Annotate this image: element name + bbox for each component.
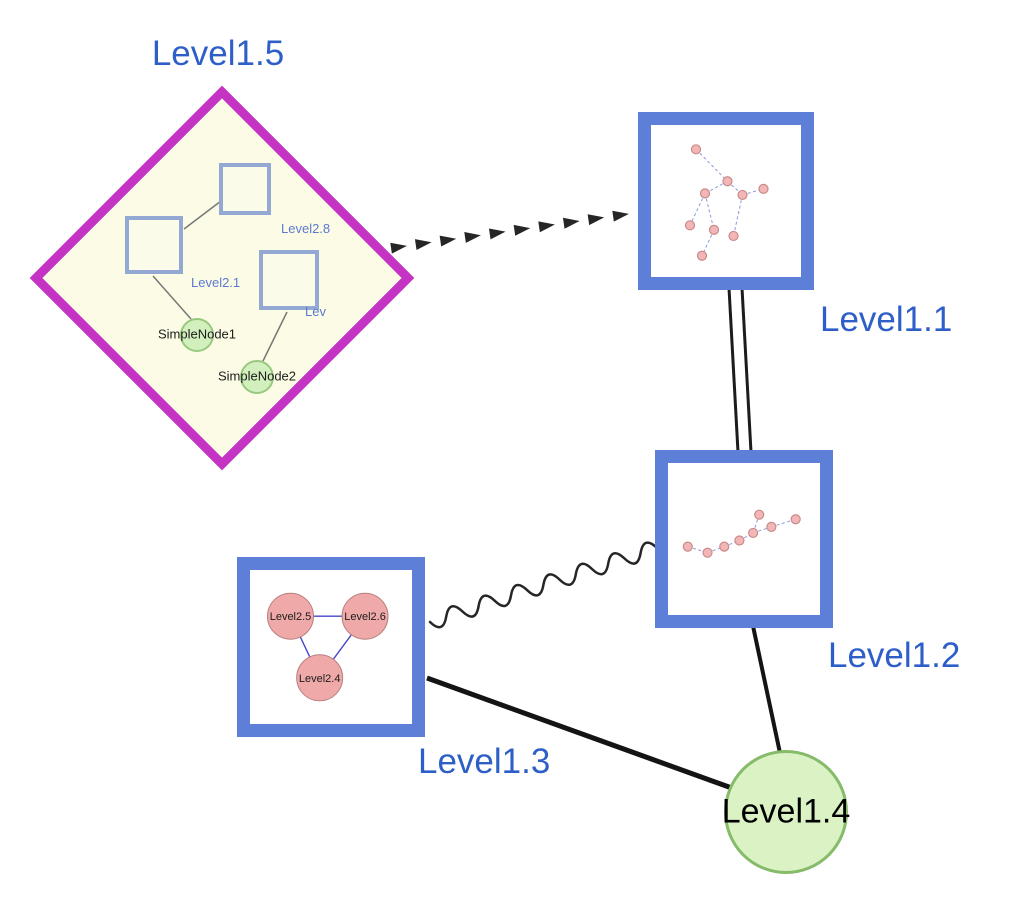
edge-level13-level12[interactable] — [428, 541, 659, 629]
edge-level11-level12[interactable] — [727, 287, 753, 453]
label-level28: Level2.8 — [281, 221, 331, 236]
node-level14[interactable] — [724, 750, 848, 874]
label-level21: Level2.1 — [191, 275, 241, 290]
node-level12[interactable] — [655, 450, 833, 628]
edge-square21-square28[interactable] — [183, 200, 222, 230]
label-level14: Level1.4 — [721, 792, 851, 831]
svg-text:Level2.4: Level2.4 — [299, 673, 341, 685]
label-simplenode1: SimpleNode1 — [157, 326, 237, 342]
edge-square21-simplenode1[interactable] — [152, 275, 192, 320]
svg-text:Level2.6: Level2.6 — [344, 611, 386, 623]
edge-level15-level11[interactable] — [390, 208, 629, 254]
node-simplenode1[interactable] — [180, 318, 214, 352]
edge-squarelev-simplenode2[interactable] — [262, 311, 288, 362]
node-square-level28[interactable] — [219, 163, 271, 215]
level11-mini-graph[interactable] — [651, 125, 801, 277]
node-level11[interactable] — [638, 112, 814, 290]
label-level11: Level1.1 — [820, 300, 953, 339]
node-square-level21[interactable] — [125, 216, 183, 274]
svg-text:Level2.5: Level2.5 — [270, 611, 312, 623]
label-level15: Level1.5 — [151, 34, 285, 73]
node-square-lev[interactable] — [259, 250, 319, 310]
label-level12: Level1.2 — [828, 636, 961, 675]
label-lev: Lev — [305, 304, 326, 319]
level12-mini-graph[interactable] — [668, 463, 820, 615]
label-level13: Level1.3 — [418, 742, 551, 781]
edge-level13-level14[interactable] — [426, 675, 741, 794]
node-simplenode2[interactable] — [240, 360, 274, 394]
label-simplenode2: SimpleNode2 — [217, 368, 297, 384]
edge-level12-level14[interactable] — [751, 625, 782, 754]
